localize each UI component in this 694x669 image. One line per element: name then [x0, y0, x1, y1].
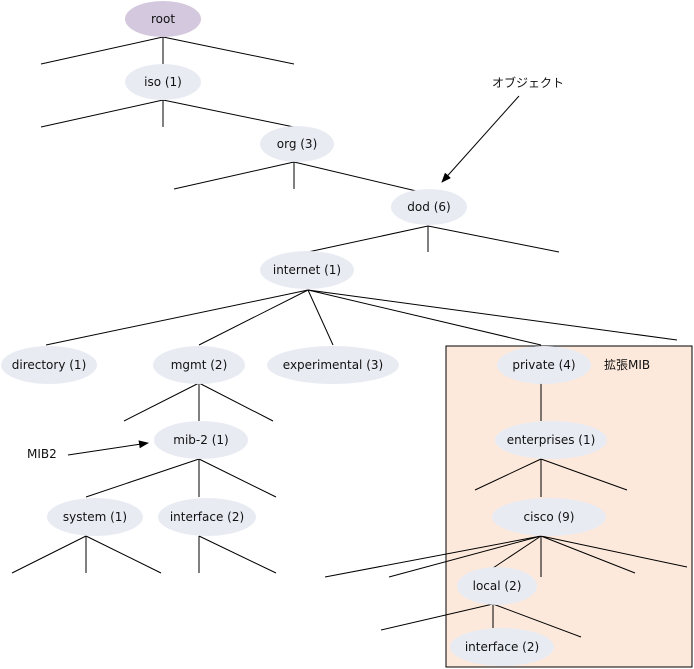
tree-edges: [11, 36, 688, 638]
node-system: system (1): [47, 498, 143, 536]
node-cisco-label: cisco (9): [524, 510, 575, 524]
node-interface-local: interface (2): [450, 628, 554, 666]
mib2-arrow: [67, 440, 149, 456]
node-interface-mib2-label: interface (2): [170, 510, 244, 524]
node-dod-label: dod (6): [407, 200, 450, 214]
node-mgmt-label: mgmt (2): [171, 358, 228, 372]
node-experimental-label: experimental (3): [283, 358, 383, 372]
node-iso: iso (1): [125, 64, 201, 100]
node-experimental: experimental (3): [267, 346, 399, 384]
node-private-label: private (4): [512, 358, 575, 372]
node-root-label: root: [151, 12, 175, 26]
node-private: private (4): [497, 346, 591, 384]
node-iso-label: iso (1): [144, 75, 182, 89]
node-interface-local-label: interface (2): [465, 640, 539, 654]
node-mgmt: mgmt (2): [153, 346, 245, 384]
node-cisco: cisco (9): [492, 498, 606, 536]
node-directory: directory (1): [1, 346, 97, 384]
node-dod: dod (6): [391, 189, 467, 225]
node-root: root: [125, 1, 201, 37]
node-mib2: mib-2 (1): [154, 421, 248, 459]
node-mib2-label: mib-2 (1): [173, 433, 228, 447]
node-enterprises: enterprises (1): [495, 421, 607, 459]
node-directory-label: directory (1): [12, 358, 87, 372]
node-org-label: org (3): [277, 137, 318, 151]
object-arrow: [441, 95, 520, 183]
node-internet: internet (1): [260, 251, 354, 289]
node-internet-label: internet (1): [273, 263, 341, 277]
object-label: オブジェクト: [492, 75, 564, 90]
node-system-label: system (1): [63, 510, 127, 524]
node-interface-mib2: interface (2): [158, 498, 256, 536]
extension-mib-label: 拡張MIB: [604, 358, 650, 372]
node-local: local (2): [457, 567, 537, 605]
node-enterprises-label: enterprises (1): [507, 433, 596, 447]
node-local-label: local (2): [473, 579, 522, 593]
mib2-label: MIB2: [27, 447, 57, 461]
node-org: org (3): [260, 126, 334, 162]
